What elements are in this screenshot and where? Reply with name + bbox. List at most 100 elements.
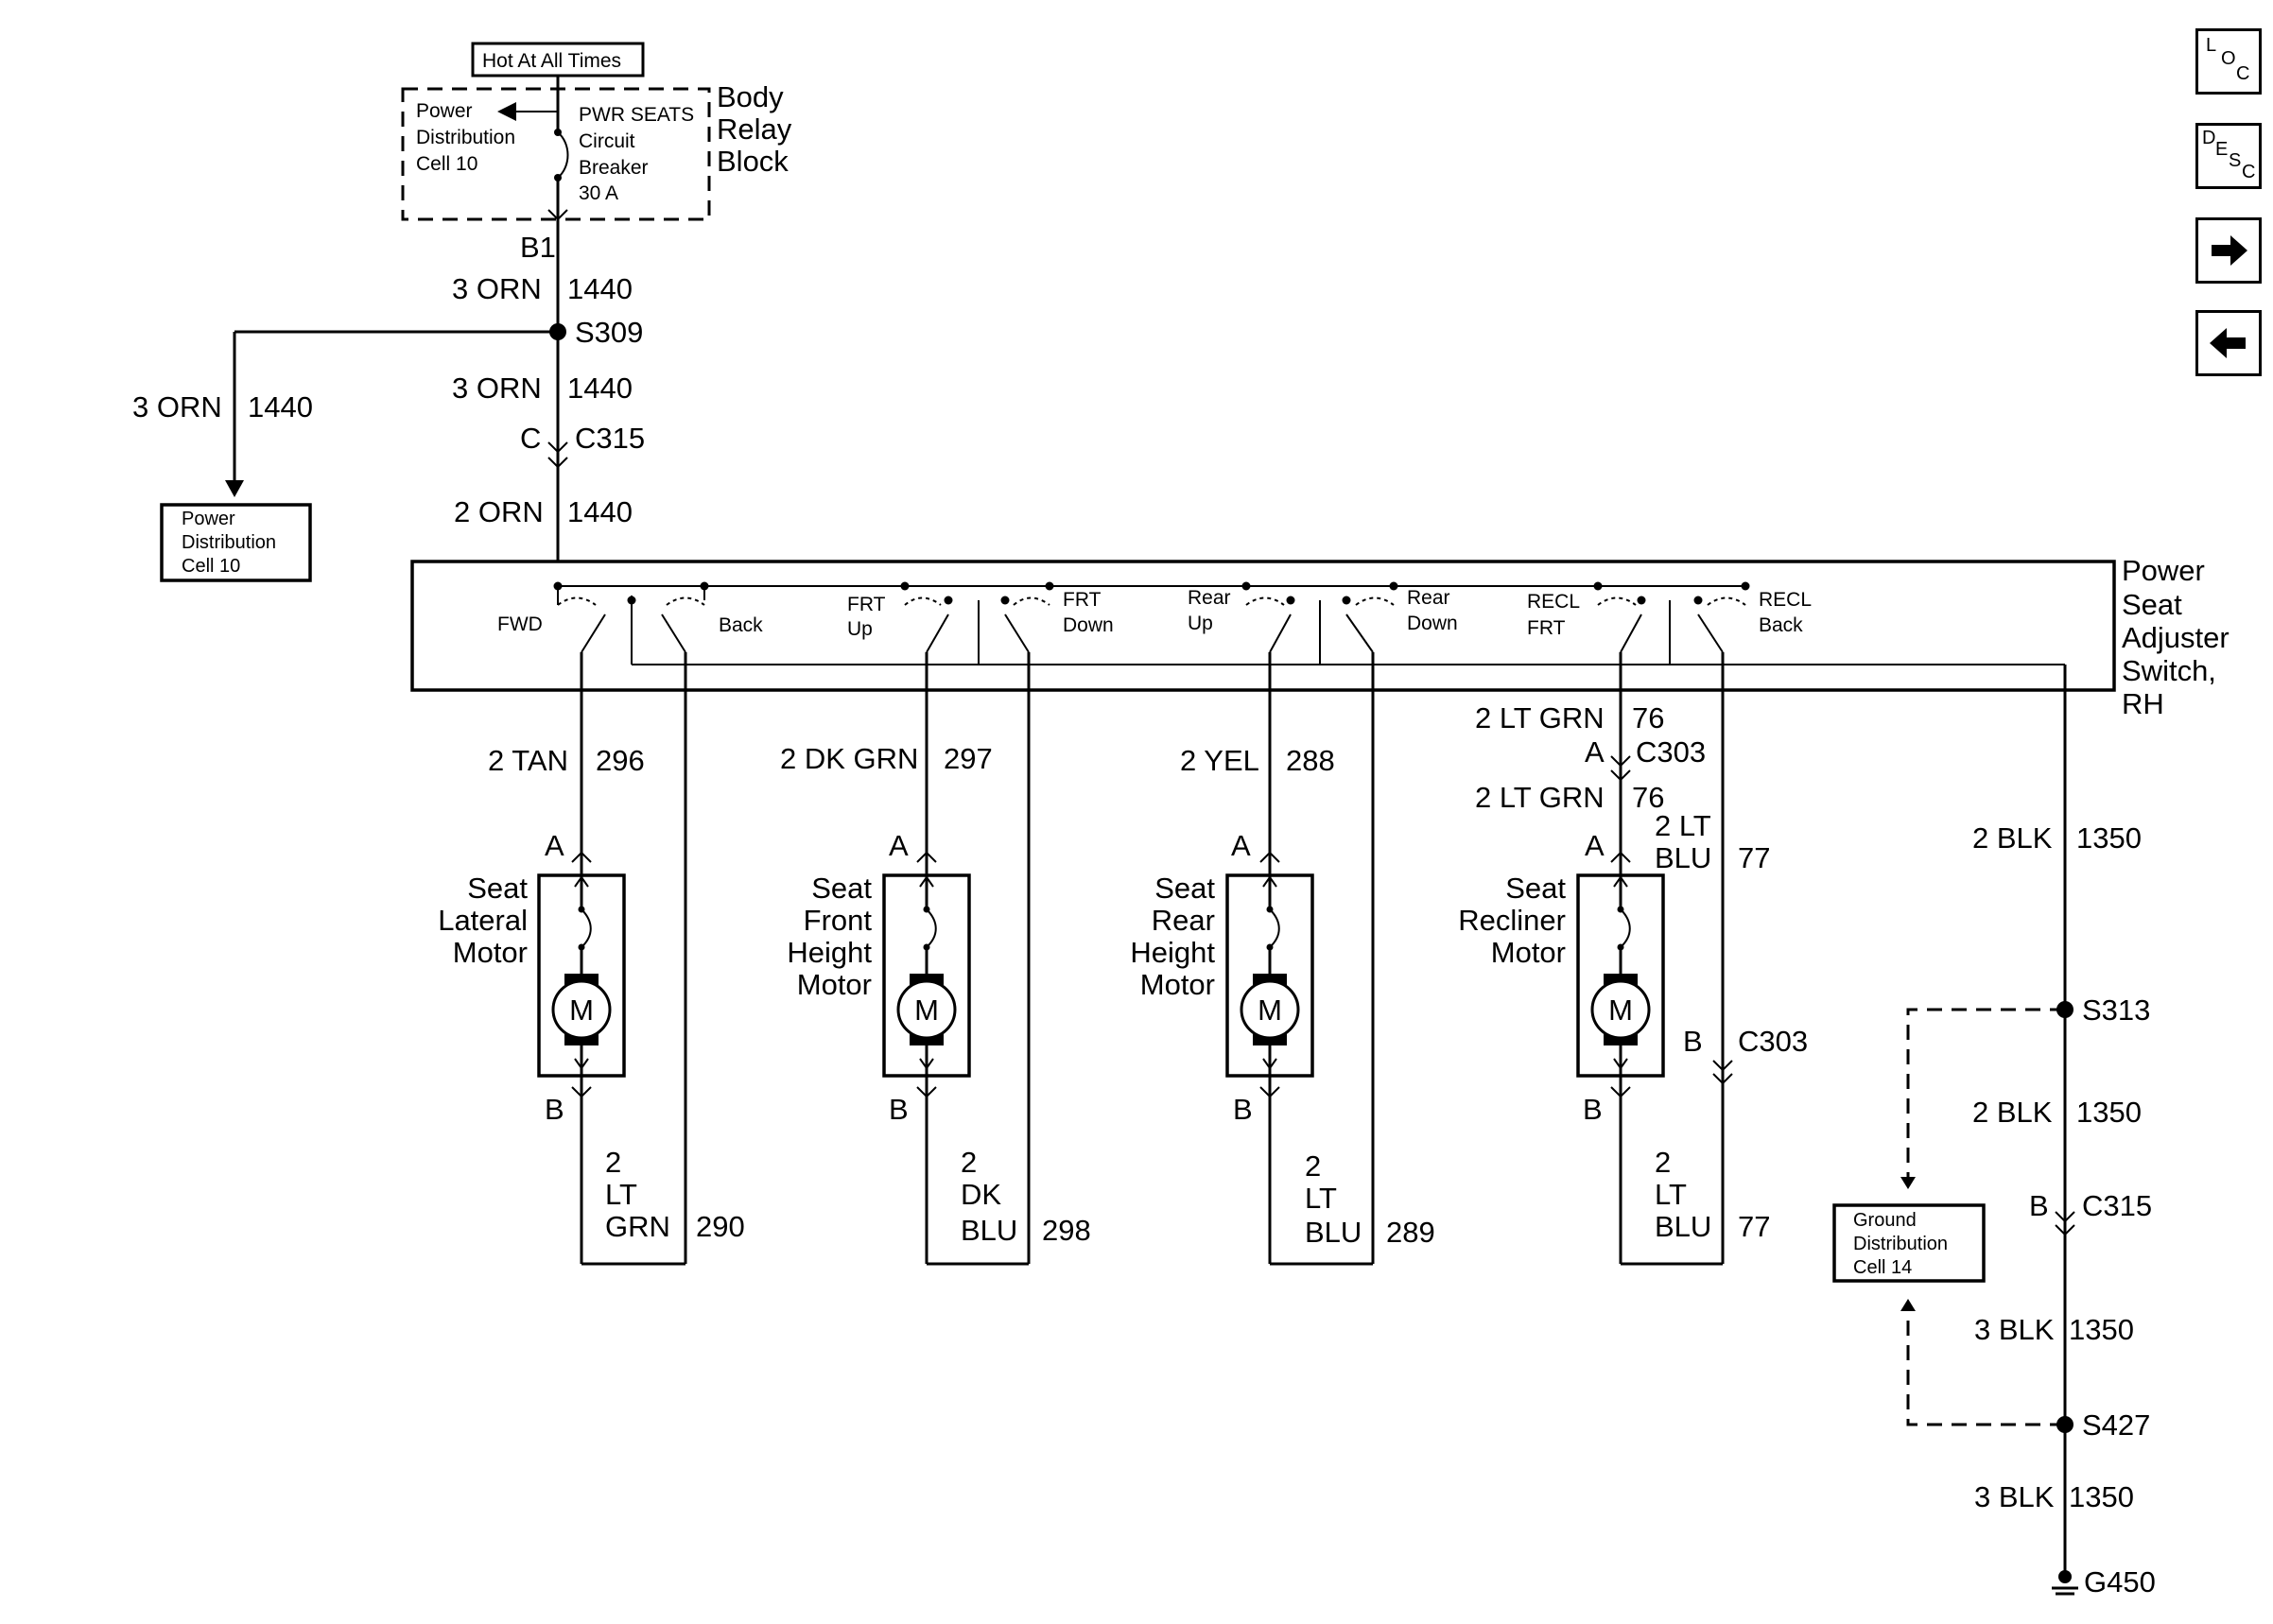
svg-text:M: M [569, 993, 594, 1027]
svg-text:BLU: BLU [961, 1214, 1017, 1247]
svg-text:Seat: Seat [811, 872, 872, 905]
svg-text:Seat: Seat [2122, 588, 2182, 621]
desc-c: C [2242, 162, 2256, 182]
svg-text:C303: C303 [1636, 735, 1706, 769]
svg-text:Up: Up [1188, 613, 1213, 634]
desc-e: E [2215, 139, 2229, 160]
arrow-left-icon [2210, 328, 2246, 358]
svg-text:Distribution: Distribution [1853, 1234, 1948, 1254]
svg-text:LT: LT [1305, 1182, 1337, 1215]
svg-text:Rear: Rear [1188, 587, 1231, 609]
svg-text:Height: Height [787, 936, 872, 969]
motor-seat-front-height: 2 DK GRN 297 A Seat Front Height Motor M… [780, 652, 1091, 1266]
arrow-right-icon [2212, 235, 2247, 266]
loc-c: C [2236, 63, 2250, 84]
svg-text:2 LT GRN: 2 LT GRN [1475, 781, 1605, 814]
svg-text:1440: 1440 [567, 495, 633, 528]
svg-text:Cell 14: Cell 14 [1853, 1257, 1912, 1278]
main-feed: B1 3 ORN 1440 S309 3 ORN 1440 C C315 2 O… [452, 227, 645, 561]
svg-text:Adjuster: Adjuster [2122, 621, 2230, 654]
svg-text:Motor: Motor [453, 936, 528, 969]
svg-text:3 ORN: 3 ORN [132, 390, 222, 423]
svg-text:C: C [520, 422, 541, 455]
svg-text:BLU: BLU [1655, 841, 1711, 874]
svg-text:2 LT GRN: 2 LT GRN [1475, 701, 1605, 734]
svg-text:Switch,: Switch, [2122, 654, 2216, 687]
svg-text:Cell 10: Cell 10 [182, 556, 240, 577]
next-button[interactable] [2195, 217, 2262, 284]
svg-text:2 DK GRN: 2 DK GRN [780, 742, 918, 775]
svg-text:2: 2 [605, 1146, 621, 1179]
svg-text:C315: C315 [2082, 1189, 2152, 1222]
hot-at-all-times-tag: Hot At All Times [471, 42, 645, 78]
loc-l: L [2206, 35, 2217, 56]
svg-text:FRT: FRT [847, 594, 886, 615]
svg-text:A: A [1585, 735, 1605, 769]
svg-text:M: M [914, 993, 939, 1027]
svg-text:Motor: Motor [1491, 936, 1566, 969]
motor-seat-lateral: 2 TAN 296 A Seat Lateral Motor M B 2 LT … [438, 652, 745, 1266]
svg-text:M: M [1258, 993, 1282, 1027]
svg-text:296: 296 [596, 744, 645, 777]
svg-text:Relay: Relay [717, 112, 792, 146]
svg-text:Distribution: Distribution [182, 532, 276, 553]
svg-text:1440: 1440 [248, 390, 313, 423]
svg-text:2 TAN: 2 TAN [488, 744, 568, 777]
svg-text:77: 77 [1738, 1210, 1770, 1243]
svg-text:Power: Power [2122, 554, 2205, 587]
desc-d: D [2202, 128, 2216, 148]
desc-button[interactable]: D E S C [2195, 123, 2262, 189]
svg-text:PWR SEATS: PWR SEATS [579, 104, 694, 126]
svg-text:2 BLK: 2 BLK [1972, 1096, 2053, 1129]
svg-text:RH: RH [2122, 687, 2164, 720]
svg-text:77: 77 [1738, 841, 1770, 874]
svg-text:1350: 1350 [2069, 1480, 2134, 1513]
svg-text:A: A [1231, 829, 1251, 862]
prev-button[interactable] [2195, 310, 2262, 376]
svg-text:Down: Down [1407, 613, 1458, 634]
ground-path: 2 BLK 1350 S313 2 BLK 1350 B C315 3 BLK … [1832, 665, 2156, 1598]
motor-seat-rear-height: 2 YEL 288 A Seat Rear Height Motor M B 2… [1130, 652, 1435, 1266]
svg-text:30 A: 30 A [579, 182, 618, 204]
svg-text:1350: 1350 [2076, 821, 2142, 855]
svg-text:C315: C315 [575, 422, 645, 455]
svg-text:3 BLK: 3 BLK [1974, 1313, 2055, 1346]
svg-text:76: 76 [1632, 701, 1664, 734]
svg-text:2 YEL: 2 YEL [1180, 744, 1259, 777]
svg-text:297: 297 [944, 742, 993, 775]
svg-text:BLU: BLU [1655, 1210, 1711, 1243]
svg-text:RECL: RECL [1527, 591, 1580, 613]
svg-text:Height: Height [1130, 936, 1215, 969]
svg-text:Recliner: Recliner [1458, 904, 1566, 937]
svg-text:Block: Block [717, 145, 789, 178]
svg-text:1350: 1350 [2069, 1313, 2134, 1346]
svg-text:B: B [1683, 1025, 1703, 1058]
svg-text:Rear: Rear [1407, 587, 1450, 609]
svg-text:2 LT: 2 LT [1655, 809, 1711, 842]
svg-text:C303: C303 [1738, 1025, 1808, 1058]
svg-text:A: A [1585, 829, 1605, 862]
svg-text:DK: DK [961, 1178, 1001, 1211]
svg-text:Seat: Seat [1505, 872, 1566, 905]
loc-o: O [2221, 48, 2236, 69]
svg-text:BLU: BLU [1305, 1216, 1362, 1249]
svg-text:289: 289 [1386, 1216, 1435, 1249]
svg-text:Circuit: Circuit [579, 130, 635, 152]
svg-text:298: 298 [1042, 1214, 1091, 1247]
svg-text:FWD: FWD [497, 613, 543, 635]
svg-text:B: B [1233, 1093, 1253, 1126]
svg-text:B: B [545, 1093, 564, 1126]
svg-text:Cell 10: Cell 10 [416, 153, 477, 175]
branch-to-pdc: 3 ORN 1440 Power Distribution Cell 10 [132, 330, 558, 582]
svg-text:3 ORN: 3 ORN [452, 371, 542, 405]
svg-text:FRT: FRT [1063, 589, 1102, 611]
loc-button[interactable]: L O C [2195, 28, 2262, 95]
svg-text:Down: Down [1063, 614, 1114, 636]
svg-text:Front: Front [804, 904, 873, 937]
svg-text:76: 76 [1632, 781, 1664, 814]
svg-text:B1: B1 [520, 231, 556, 264]
svg-text:1350: 1350 [2076, 1096, 2142, 1129]
svg-text:B: B [2029, 1189, 2049, 1222]
svg-text:M: M [1608, 993, 1633, 1027]
